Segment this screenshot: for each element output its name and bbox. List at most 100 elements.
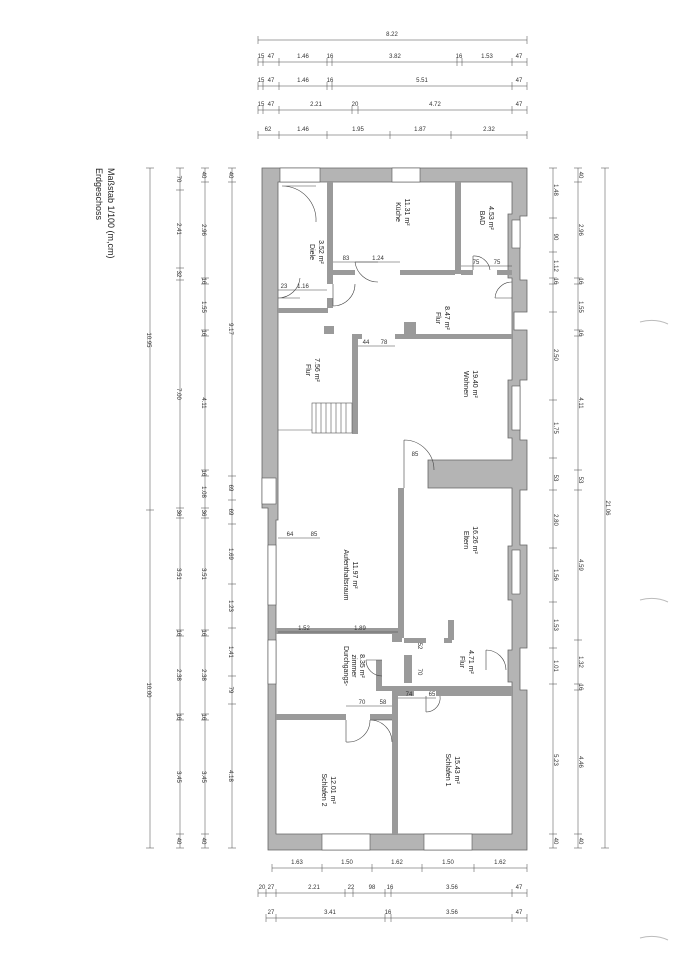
dim-label: 3.51: [175, 568, 181, 580]
room-name: Wohnen: [462, 371, 469, 397]
dim-label: 79: [227, 687, 233, 694]
dim-label: 15: [258, 102, 265, 108]
dim-label: 47: [516, 910, 523, 916]
dim-label: 2.80: [552, 514, 558, 526]
dim-label: 1.46: [297, 54, 309, 60]
dim-label: 1.63: [291, 860, 303, 866]
wall-segment: [497, 270, 512, 275]
dim-label: 3.51: [200, 568, 206, 580]
dim-label: 1.12: [552, 260, 558, 272]
dim-label: 44: [363, 340, 370, 346]
room-area: 11.31 m²: [403, 198, 410, 226]
dim-label: 1.50: [341, 860, 353, 866]
dim-label: 5.23: [552, 754, 558, 766]
room-name-2: zimmer: [350, 655, 357, 679]
dim-label: 75: [494, 260, 501, 266]
dim-label: 16: [200, 330, 206, 337]
wall-segment: [395, 334, 512, 339]
dim-label: 4.11: [200, 397, 206, 409]
room-name: Flur: [458, 656, 465, 669]
stair-outline: [311, 402, 353, 434]
bottom-dim-row3: 27 3.41 16 3.56 47: [265, 910, 528, 922]
dim-label: 16: [200, 278, 206, 285]
room-area: 19.40 m²: [471, 370, 478, 398]
room-area: 11.97 m²: [351, 561, 358, 589]
dim-label: 1.75: [552, 422, 558, 434]
room-area: 7.56 m²: [313, 358, 320, 382]
dim-label: 20: [352, 102, 359, 108]
bottom-dimensions: 1.63 1.50 1.62 1.50 1.62 20 27 2.21 22 9…: [257, 860, 528, 922]
dim-label: 85: [412, 452, 419, 458]
room-area: 4.53 m²: [487, 206, 494, 230]
dim-label: 16: [577, 684, 583, 691]
dim-label: 36: [200, 510, 206, 517]
room-area: 8.35 m²: [358, 654, 365, 678]
room-aufenthaltsraum: Aufenthaltsraum 11.97 m²: [342, 550, 358, 601]
window: [511, 219, 521, 249]
room-durchgangszimmer: Durchgangs- zimmer 8.35 m²: [342, 646, 365, 687]
dim-label: 1.69: [227, 548, 233, 560]
dim-label: 3.82: [389, 54, 401, 60]
room-schlafen-1: Schlafen 1 15.43 m²: [444, 753, 460, 786]
door: [403, 439, 435, 488]
wall-segment: [404, 638, 426, 643]
dim-label: 8.22: [386, 32, 398, 38]
dim-label: 69: [227, 509, 233, 516]
door: [485, 649, 507, 671]
dim-label: 1.87: [414, 127, 426, 133]
dim-label: 4.11: [577, 397, 583, 409]
wall-segment: [324, 326, 334, 334]
dim-label: 16: [327, 54, 334, 60]
room-flur-3: Flur 4.71 m²: [458, 650, 474, 674]
room-area: 4.71 m²: [467, 650, 474, 674]
dim-label: 53: [577, 477, 583, 484]
dim-label: 53: [552, 475, 558, 482]
dim-label: 4.72: [429, 102, 441, 108]
dim-label: 1.46: [297, 127, 309, 133]
room-kueche: Küche 11.31 m²: [394, 198, 410, 226]
window: [391, 167, 421, 183]
wall-segment: [352, 334, 358, 434]
room-name: Aufenthaltsraum: [342, 550, 349, 601]
dim-label: 40: [200, 838, 206, 845]
dim-label: 40: [227, 172, 233, 179]
dim-label: 1.23: [227, 600, 233, 612]
dim-label: 3.56: [446, 885, 458, 891]
room-wohnen: Wohnen 19.40 m²: [462, 370, 478, 398]
dim-label: 98: [369, 885, 376, 891]
dim-label: 2.41: [175, 223, 181, 235]
dim-label: 16: [175, 630, 181, 637]
wall-segment: [327, 182, 333, 262]
dim-label: 5.51: [416, 78, 428, 84]
room-area: 15.43 m²: [453, 756, 460, 784]
wall-segment: [278, 308, 328, 313]
wall-segment: [376, 660, 382, 690]
dim-label: 40: [577, 172, 583, 179]
door: [354, 261, 379, 283]
room-name: Schlafen 1: [444, 753, 451, 786]
room-labels: Küche 11.31 m² BAD 4.53 m² Diele 3.52 m²…: [304, 198, 494, 806]
interior-walls: [276, 182, 512, 834]
door: [369, 719, 393, 743]
dim-label: 47: [268, 102, 275, 108]
dim-label: 40: [552, 838, 558, 845]
dim-label: 16: [200, 470, 206, 477]
room-name: Flur: [434, 312, 441, 325]
dim-label: 1.32: [577, 656, 583, 668]
dim-label: 3.56: [446, 910, 458, 916]
wall-segment: [392, 628, 402, 642]
top-dim-row1: 15 47 1.46 16 3.82 16 1.53 47: [258, 54, 528, 66]
dim-label: 1.55: [577, 301, 583, 313]
dim-label: 83: [343, 256, 350, 262]
dim-label: 74: [406, 692, 413, 698]
room-name: Küche: [394, 202, 401, 222]
dim-label: 10.95: [145, 332, 151, 348]
windows: [261, 167, 521, 851]
dim-label: 75: [473, 260, 480, 266]
top-dim-row2: 15 47 1.46 16 5.51 47: [258, 78, 528, 90]
dim-label: 1.41: [227, 646, 233, 658]
dim-label: 40: [200, 172, 206, 179]
dim-label: 4.46: [577, 756, 583, 768]
dim-label: 21.06: [604, 500, 610, 516]
dim-label: 16: [385, 910, 392, 916]
